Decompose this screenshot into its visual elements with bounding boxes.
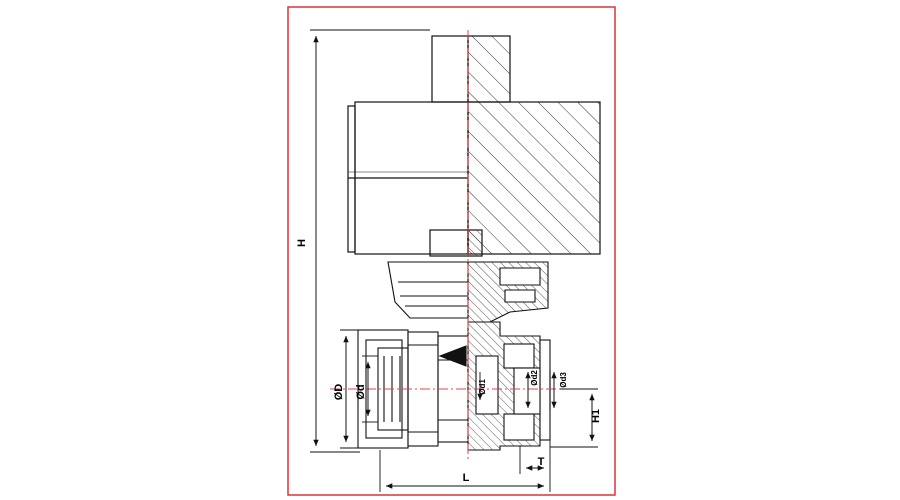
- dim-label-H1: H1: [590, 409, 602, 423]
- dim-label-d2: Ød2: [530, 370, 539, 386]
- dimension-lines: [310, 29, 598, 492]
- dim-label-H: H: [296, 239, 308, 247]
- dim-label-d1: Ød1: [478, 379, 487, 395]
- valve-body-right-section: [467, 321, 551, 451]
- drawing-frame: [287, 6, 616, 496]
- dim-label-d: Ød: [355, 384, 367, 399]
- actuator-body: [347, 35, 601, 257]
- dim-label-L: L: [463, 472, 470, 484]
- dim-label-d3: Ød3: [559, 372, 568, 388]
- dim-label-T: T: [538, 456, 545, 468]
- dim-label-D: ØD: [333, 384, 345, 401]
